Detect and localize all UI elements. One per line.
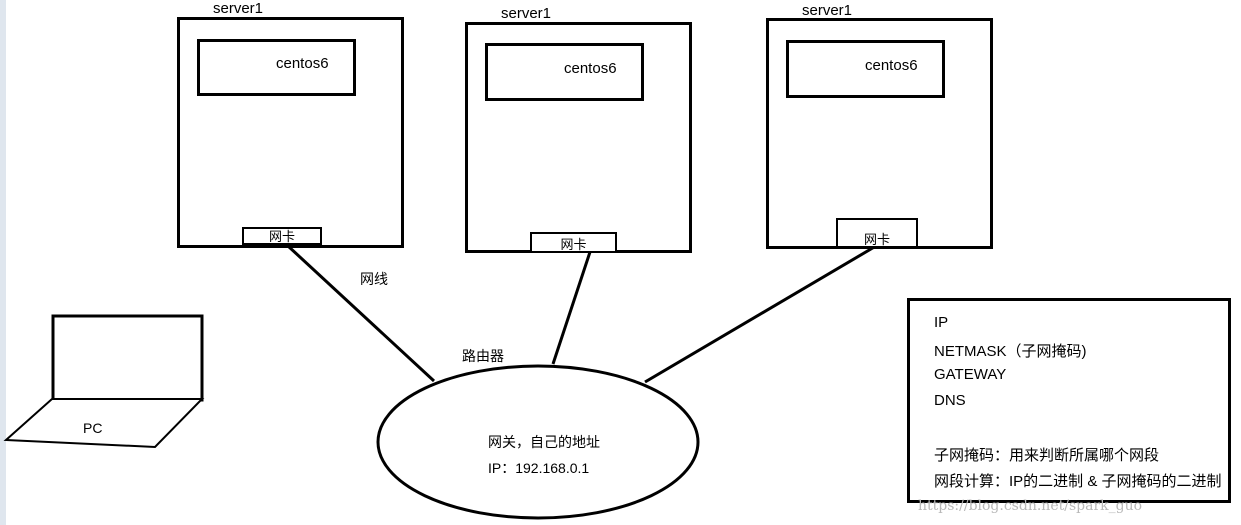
os-box: centos6 — [485, 43, 644, 101]
os-label: centos6 — [564, 60, 617, 77]
os-box: centos6 — [786, 40, 945, 98]
os-label: centos6 — [865, 57, 918, 74]
cable-server-1 — [286, 244, 436, 383]
pc-label: PC — [83, 420, 103, 436]
cable-label: 网线 — [360, 271, 388, 287]
note-netmask-desc: 子网掩码：用来判断所属哪个网段 — [934, 447, 1160, 464]
nic-label: 网卡 — [268, 229, 295, 244]
notes-panel: IP NETMASK（子网掩码) GATEWAY DNS 子网掩码：用来判断所属… — [907, 298, 1231, 503]
os-box: centos6 — [197, 39, 356, 96]
left-edge-strip — [0, 0, 6, 525]
note-netmask: NETMASK（子网掩码) — [934, 343, 1087, 360]
server-title: server1 — [802, 2, 853, 19]
server-title: server1 — [501, 5, 552, 22]
os-label: centos6 — [276, 55, 329, 72]
nic-label: 网卡 — [560, 237, 587, 252]
pc-keyboard — [3, 398, 205, 449]
router-line-2: IP：192.168.0.1 — [488, 460, 590, 476]
nic-box: 网卡 — [836, 218, 918, 248]
server-title: server1 — [213, 0, 264, 17]
watermark: https://blog.csdn.net/spark_guo — [918, 498, 1143, 514]
nic-box: 网卡 — [530, 232, 617, 253]
cable-server-3 — [644, 244, 877, 384]
nic-label: 网卡 — [863, 232, 890, 247]
cable-server-2 — [551, 251, 592, 365]
note-dns: DNS — [934, 392, 966, 409]
nic-box: 网卡 — [242, 227, 322, 245]
note-ip: IP — [934, 314, 949, 331]
router-label: 路由器 — [462, 348, 504, 364]
router-line-1: 网关，自己的地址 — [488, 434, 600, 450]
note-gateway: GATEWAY — [934, 366, 1007, 383]
router-ellipse — [376, 364, 700, 520]
pc-screen — [51, 314, 204, 402]
note-subnet-calc: 网段计算：IP的二进制 & 子网掩码的二进制 — [934, 473, 1222, 490]
